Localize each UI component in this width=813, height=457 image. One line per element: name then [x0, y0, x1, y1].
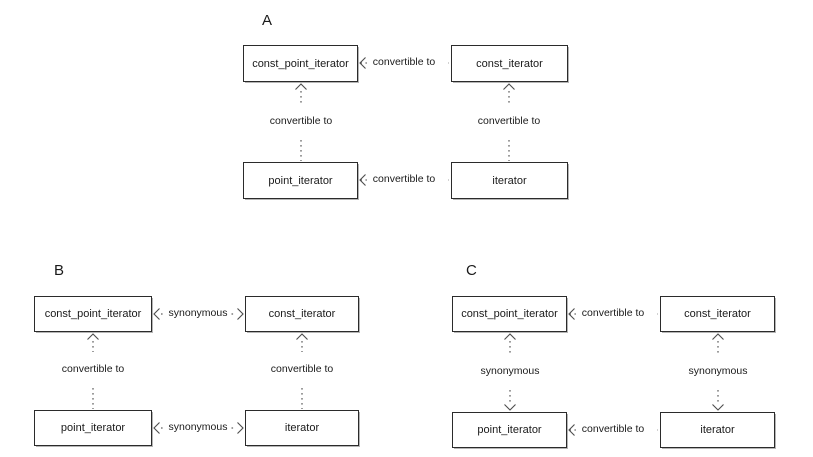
c-edge-top-horizontal-label: convertible to: [579, 307, 647, 319]
a-edge-bottom-horizontal: [359, 174, 449, 186]
node-a-const-point-iterator: const_point_iterator: [243, 45, 358, 82]
c-edge-top-horizontal-arrowhead: [568, 308, 575, 320]
a-edge-right-vertical-label: convertible to: [475, 115, 543, 127]
b-edge-bottom-horizontal-label: synonymous: [166, 421, 230, 433]
c-edge-right-vertical-label: synonymous: [686, 365, 750, 377]
b-edge-bottom-horizontal: [153, 422, 244, 434]
c-edge-right-vertical: [712, 333, 724, 411]
node-a-point-iterator: point_iterator: [243, 162, 358, 199]
node-b-const-point-iterator: const_point_iterator: [34, 296, 152, 332]
a-edge-bottom-horizontal-label: convertible to: [370, 173, 438, 185]
b-edge-left-vertical: [87, 333, 99, 409]
b-edge-left-vertical-label: convertible to: [59, 363, 127, 375]
a-edge-top-horizontal-arrowhead: [359, 57, 366, 69]
b-edge-bottom-horizontal-arrowhead: [153, 422, 160, 434]
c-edge-bottom-horizontal-arrowhead: [568, 424, 575, 436]
a-edge-top-horizontal-label: convertible to: [370, 56, 438, 68]
node-b-point-iterator: point_iterator: [34, 410, 152, 446]
a-edge-left-vertical: [295, 83, 307, 161]
c-edge-left-vertical-arrowhead: [504, 333, 516, 340]
c-edge-top-horizontal: [568, 308, 658, 320]
c-edge-left-vertical-arrowhead: [504, 404, 516, 411]
node-b-const-iterator: const_iterator: [245, 296, 359, 332]
a-edge-left-vertical-label: convertible to: [267, 115, 335, 127]
node-a-const-iterator: const_iterator: [451, 45, 568, 82]
b-edge-bottom-horizontal-arrowhead: [237, 422, 244, 434]
b-edge-top-horizontal: [153, 308, 244, 320]
b-edge-left-vertical-arrowhead: [87, 333, 99, 340]
node-b-iterator: iterator: [245, 410, 359, 446]
a-edge-bottom-horizontal-arrowhead: [359, 174, 366, 186]
c-edge-right-vertical-arrowhead: [712, 333, 724, 340]
c-edge-left-vertical: [504, 333, 516, 411]
node-c-iterator: iterator: [660, 412, 775, 448]
b-edge-right-vertical-arrowhead: [296, 333, 308, 340]
c-edge-right-vertical-arrowhead: [712, 404, 724, 411]
b-edge-right-vertical: [296, 333, 308, 409]
panel-label-c: C: [466, 262, 478, 279]
b-edge-right-vertical-label: convertible to: [268, 363, 336, 375]
node-c-const-iterator: const_iterator: [660, 296, 775, 332]
b-edge-top-horizontal-label: synonymous: [166, 307, 230, 319]
a-edge-right-vertical-arrowhead: [503, 83, 515, 90]
a-edge-left-vertical-arrowhead: [295, 83, 307, 90]
node-a-iterator: iterator: [451, 162, 568, 199]
node-c-point-iterator: point_iterator: [452, 412, 567, 448]
a-edge-right-vertical: [503, 83, 515, 161]
node-c-const-point-iterator: const_point_iterator: [452, 296, 567, 332]
a-edge-top-horizontal: [359, 57, 449, 69]
b-edge-top-horizontal-arrowhead: [153, 308, 160, 320]
c-edge-bottom-horizontal-label: convertible to: [579, 423, 647, 435]
c-edge-left-vertical-label: synonymous: [478, 365, 542, 377]
b-edge-top-horizontal-arrowhead: [237, 308, 244, 320]
panel-label-a: A: [262, 12, 273, 29]
panel-label-b: B: [54, 262, 65, 279]
c-edge-bottom-horizontal: [568, 424, 658, 436]
